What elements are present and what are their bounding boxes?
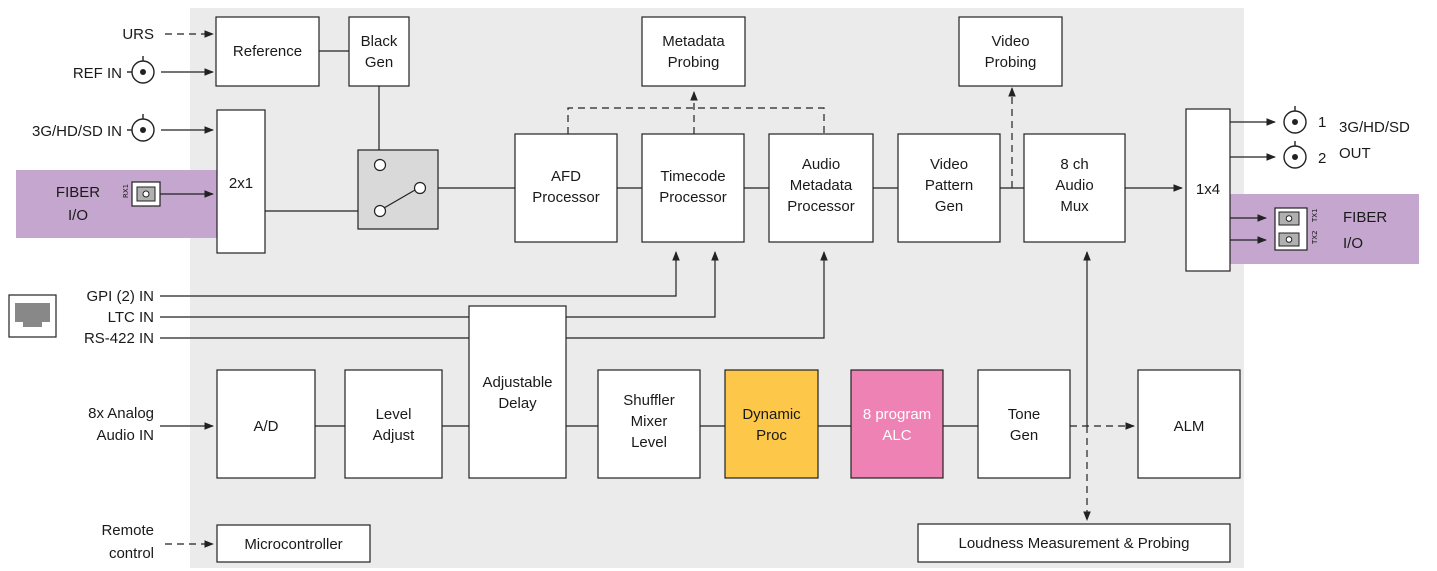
connections (160, 30, 1276, 548)
svg-text:8 program: 8 program (863, 406, 931, 423)
block-video-pattern-gen: Video Pattern Gen (897, 133, 1001, 243)
rs422-label: RS-422 IN (84, 330, 154, 347)
ethernet-port-icon (8, 294, 57, 338)
svg-text:Pattern: Pattern (925, 177, 973, 194)
svg-text:Black: Black (361, 33, 398, 50)
svg-text:Tone: Tone (1008, 406, 1041, 423)
fiber-input-band (16, 170, 218, 238)
svg-text:Gen: Gen (365, 54, 393, 71)
block-2x1: 2x1 (216, 109, 266, 254)
svg-text:Shuffler: Shuffler (623, 392, 674, 409)
block-loudness-measurement: Loudness Measurement & Probing (917, 523, 1231, 563)
sdi-out-label-1: 3G/HD/SD (1339, 119, 1410, 136)
block-tone-gen: Tone Gen (977, 369, 1071, 479)
fiber-connector-icon: TX1 TX2 (1274, 207, 1319, 251)
svg-text:Level: Level (631, 434, 667, 451)
bnc-connector-icon (1283, 106, 1307, 134)
sdi-in-label: 3G/HD/SD IN (32, 123, 122, 140)
tx2-label: TX2 (1311, 230, 1319, 245)
svg-text:1x4: 1x4 (1196, 181, 1220, 198)
gpi-label: GPI (2) IN (86, 288, 154, 305)
ref-in-label: REF IN (73, 65, 122, 82)
fiber-in-label-2: I/O (68, 207, 88, 224)
svg-text:2x1: 2x1 (229, 175, 253, 192)
svg-text:Level: Level (376, 406, 412, 423)
svg-text:Delay: Delay (498, 395, 537, 412)
svg-text:Gen: Gen (935, 198, 963, 215)
svg-text:Processor: Processor (532, 189, 600, 206)
block-reference-label: Reference (233, 43, 302, 60)
svg-text:Probing: Probing (668, 54, 720, 71)
block-ad-converter: A/D (216, 369, 316, 479)
svg-text:Dynamic: Dynamic (742, 406, 801, 423)
svg-text:Adjustable: Adjustable (482, 374, 552, 391)
svg-text:A/D: A/D (253, 418, 278, 435)
analog-in-label-2: Audio IN (96, 427, 154, 444)
rx1-label: RX1 (122, 184, 130, 198)
bnc-connector-icon (127, 56, 155, 84)
tx1-label: TX1 (1311, 208, 1319, 223)
block-metadata-probing: Metadata Probing (641, 16, 746, 87)
svg-text:Metadata: Metadata (790, 177, 853, 194)
block-adjustable-delay: Adjustable Delay (468, 305, 567, 479)
block-audio-mux: 8 ch Audio Mux (1023, 133, 1126, 243)
out-port-1: 1 (1318, 114, 1326, 131)
svg-text:Timecode: Timecode (660, 168, 725, 185)
svg-text:Mixer: Mixer (631, 413, 668, 430)
fiber-output-band (1230, 194, 1419, 264)
bnc-connector-icon (1283, 141, 1307, 169)
urs-label: URS (122, 26, 154, 43)
block-shuffler-mixer-level: Shuffler Mixer Level (597, 369, 701, 479)
block-timecode-processor: Timecode Processor (641, 133, 745, 243)
sdi-out-label-2: OUT (1339, 145, 1371, 162)
block-audio-metadata-processor: Audio Metadata Processor (768, 133, 874, 243)
svg-text:Mux: Mux (1060, 198, 1089, 215)
block-afd-processor: AFD Processor (514, 133, 618, 243)
fiber-out-label-2: I/O (1343, 235, 1363, 252)
processing-panel (190, 8, 1244, 568)
block-alm: ALM (1137, 369, 1241, 479)
block-reference: Reference (215, 16, 320, 87)
svg-text:Video: Video (930, 156, 968, 173)
block-video-probing: Video Probing (958, 16, 1063, 87)
svg-text:Proc: Proc (756, 427, 787, 444)
svg-text:Microcontroller: Microcontroller (244, 536, 342, 553)
svg-text:Probing: Probing (985, 54, 1037, 71)
block-microcontroller: Microcontroller (216, 524, 371, 563)
block-1x4: 1x4 (1185, 108, 1231, 272)
bnc-connector-icon (127, 114, 155, 142)
svg-text:Audio: Audio (1055, 177, 1093, 194)
fiber-in-label-1: FIBER (56, 184, 100, 201)
svg-text:AFD: AFD (551, 168, 581, 185)
ltc-label: LTC IN (108, 309, 154, 326)
remote-label-2: control (109, 545, 154, 562)
block-program-alc: 8 program ALC (850, 369, 944, 479)
fiber-out-label-1: FIBER (1343, 209, 1387, 226)
svg-text:Adjust: Adjust (373, 427, 416, 444)
svg-text:Processor: Processor (659, 189, 727, 206)
svg-text:Processor: Processor (787, 198, 855, 215)
remote-label-1: Remote (101, 522, 154, 539)
svg-text:Video: Video (991, 33, 1029, 50)
block-dynamic-proc: Dynamic Proc (724, 369, 819, 479)
out-port-2: 2 (1318, 150, 1326, 167)
block-black-gen: Black Gen (348, 16, 410, 87)
svg-text:Loudness Measurement & Probing: Loudness Measurement & Probing (959, 535, 1190, 552)
block-level-adjust: Level Adjust (344, 369, 443, 479)
switch-icon (357, 149, 439, 230)
svg-text:Metadata: Metadata (662, 33, 725, 50)
svg-text:ALC: ALC (882, 427, 911, 444)
svg-text:8 ch: 8 ch (1060, 156, 1088, 173)
svg-text:Gen: Gen (1010, 427, 1038, 444)
svg-text:Audio: Audio (802, 156, 840, 173)
svg-text:ALM: ALM (1174, 418, 1205, 435)
fiber-connector-icon: RX1 (122, 181, 161, 207)
analog-in-label-1: 8x Analog (88, 405, 154, 422)
